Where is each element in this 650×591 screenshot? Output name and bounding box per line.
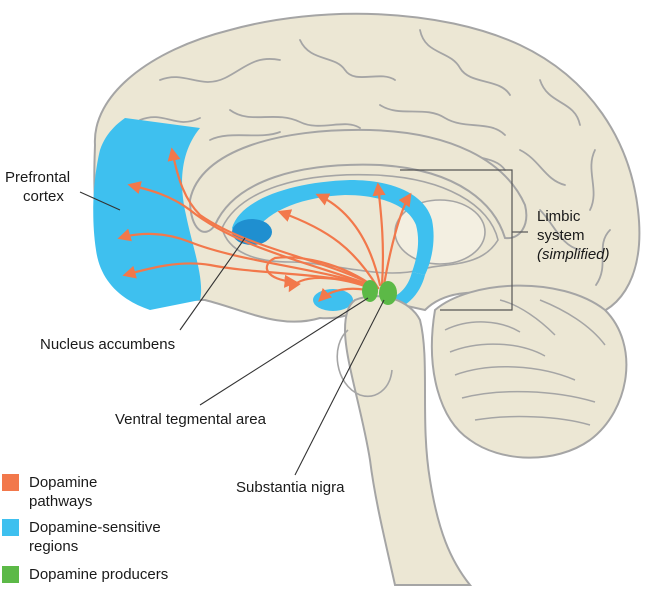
cerebellum [430,284,628,459]
limbic-system-label: Limbic system (simplified) [537,207,610,264]
prefrontal-region[interactable] [93,118,202,310]
corpus-callosum [188,128,528,240]
prefrontal-cortex-label: Prefrontal cortex [5,168,70,206]
limbic-bracket [400,169,513,311]
pons [336,329,393,397]
legend-label-sensitive: Dopamine-sensitive regions [29,518,229,556]
legend-pathways-line1: Dopamine [29,474,98,491]
legend-item-pathways: Dopamine pathways [2,473,229,511]
nucleus-accumbens-label: Nucleus accumbens [40,336,176,353]
nucleus-accumbens-region[interactable] [232,219,272,245]
legend-label-pathways: Dopamine pathways [29,473,229,511]
leader-lines [79,191,385,476]
limbic-label-italic: (simplified) [537,246,610,263]
brainstem [343,295,473,586]
prefrontal-label-line1: Prefrontal [5,169,71,186]
limbic-label-line2: system [537,227,585,244]
legend-sensitive-line1: Dopamine-sensitive [29,519,161,536]
legend-label-producers: Dopamine producers [29,565,229,584]
legend-swatch-pathways [2,474,19,491]
legend-producers-line1: Dopamine producers [29,566,169,583]
legend-item-producers: Dopamine producers [2,565,229,584]
legend-pathways-line2: pathways [29,493,93,510]
ventral-tegmental-area-label: Ventral tegmental area [115,411,266,428]
prefrontal-label-line2: cortex [23,188,64,205]
cerebellum-folds [444,299,606,426]
limbic-label-line3: (simplified) [537,245,610,264]
legend-swatch-producers [2,566,19,583]
dopamine-pathways [117,147,412,302]
legend-sensitive-line2: regions [29,538,79,555]
gyri-lines [139,29,611,286]
limbic-label-line1: Limbic [537,208,581,225]
limbic-arch[interactable] [232,180,434,275]
substantia-nigra-label: Substantia nigra [236,479,345,496]
substantia-nigra-region[interactable] [379,281,397,305]
legend-swatch-sensitive [2,519,19,536]
ventral-tegmental-area-region[interactable] [362,280,378,302]
legend-item-sensitive: Dopamine-sensitive regions [2,518,229,556]
